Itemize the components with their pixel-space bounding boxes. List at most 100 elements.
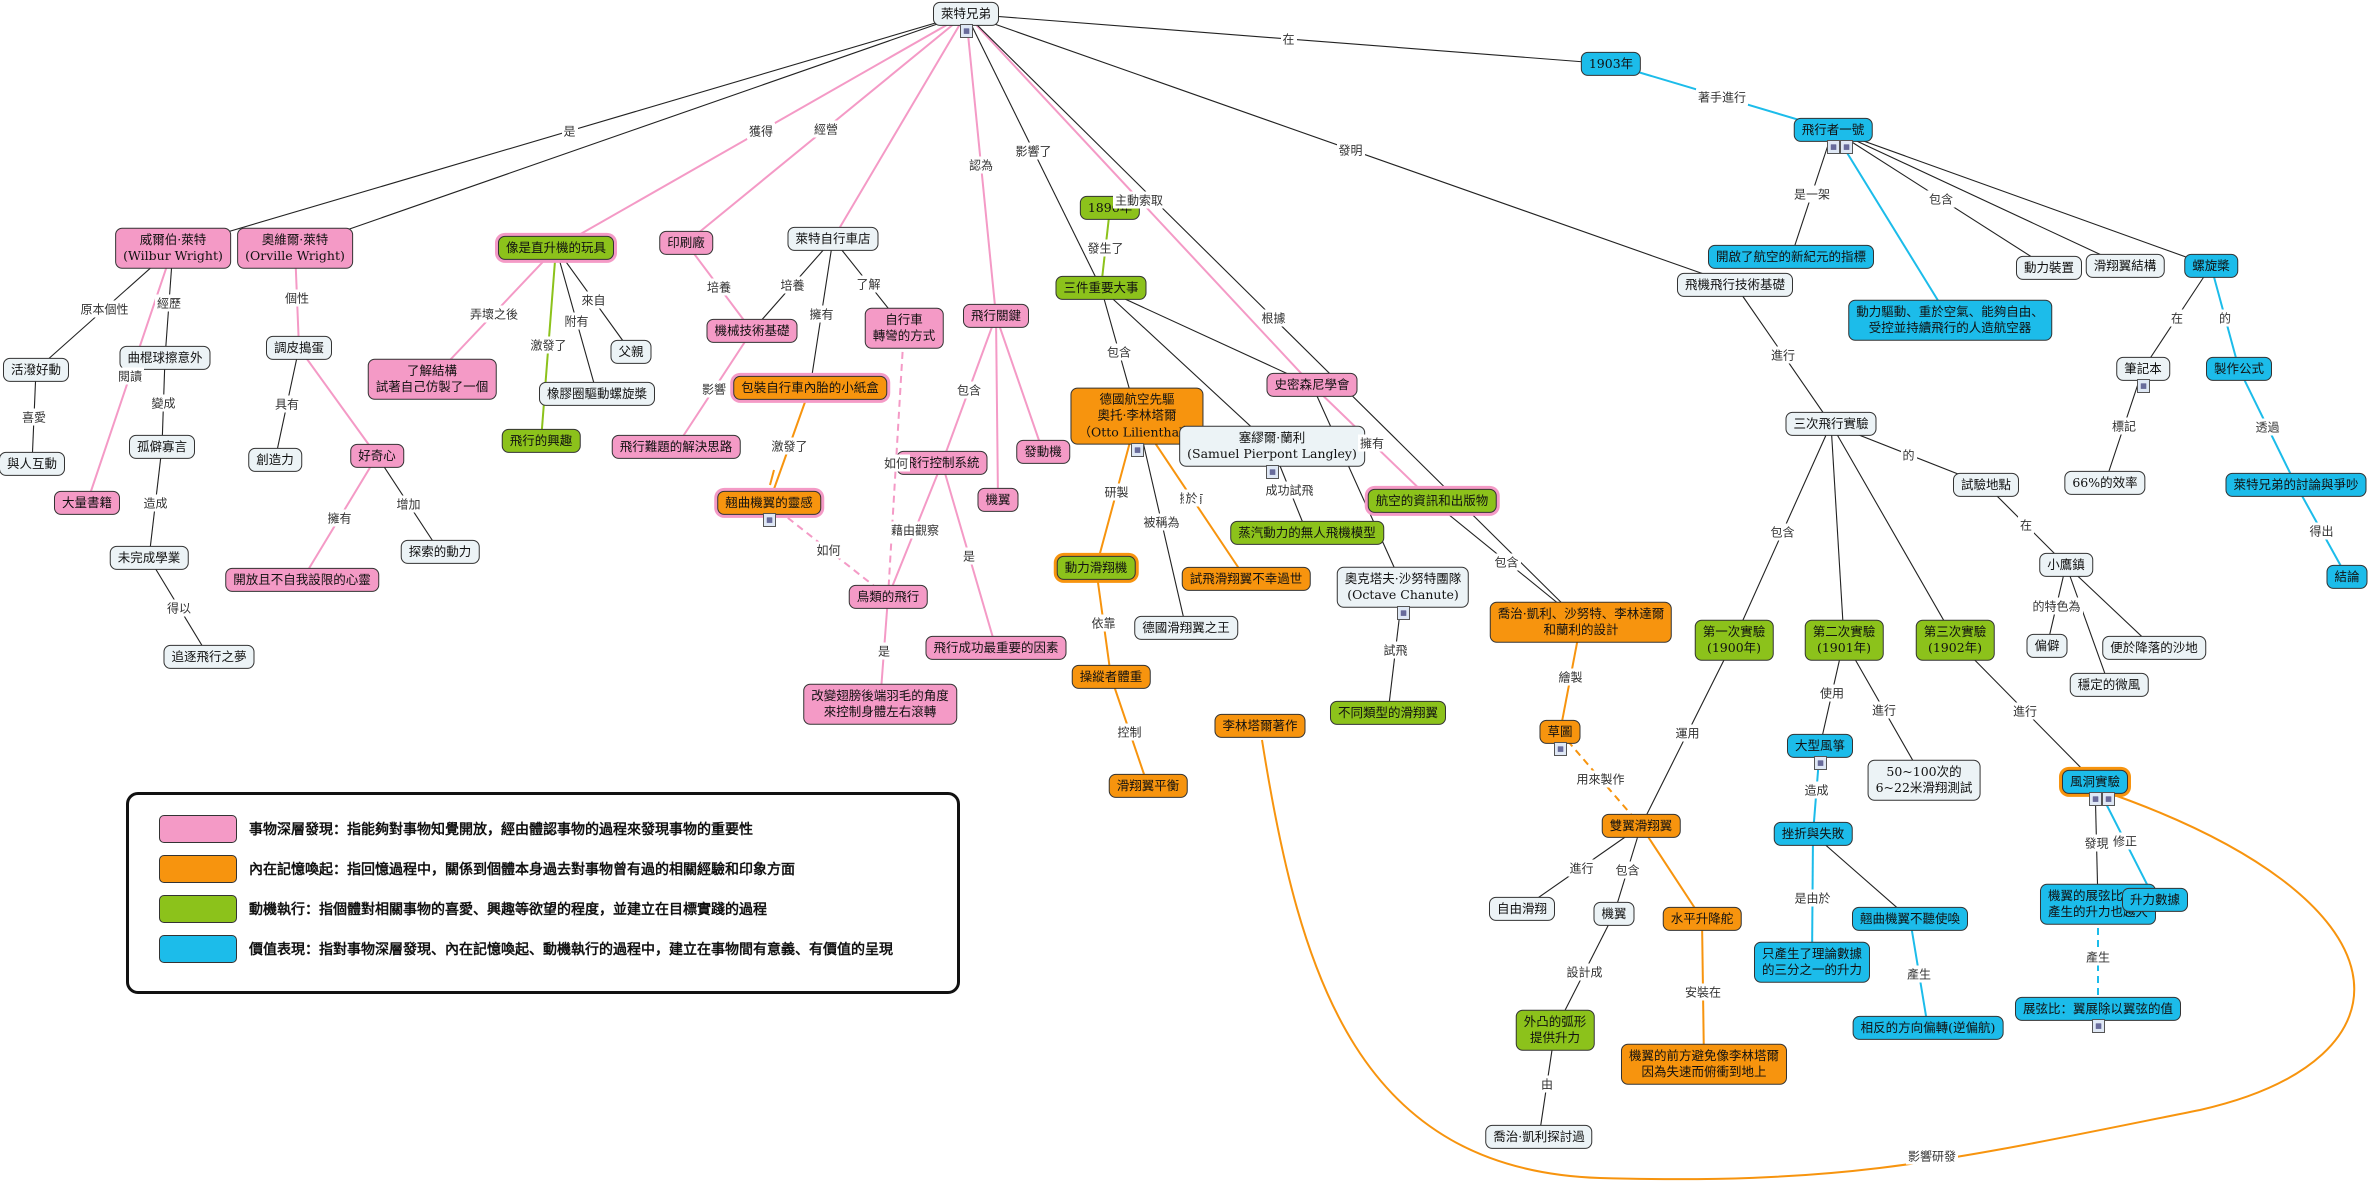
concept-node-withdrawn[interactable]: 孤僻寡言 [128,434,196,460]
concept-node-aviation-data[interactable]: 航空的資訊和出版物 [1367,488,1497,514]
concept-node-box-cardboard[interactable]: 包裝自行車內胎的小紙盒 [733,375,887,401]
concept-node-cayley[interactable]: 喬治·凱利探討過 [1485,1124,1593,1150]
concept-node-orville[interactable]: 奧維爾·萊特(Orville Wright) [237,227,353,269]
concept-node-ratio-def[interactable]: 展弦比：翼展除以翼弦的值 [2014,996,2182,1022]
attachment-icon[interactable]: ▦ [1131,442,1144,457]
concept-node-problem-thinking[interactable]: 飛行難題的解決思路 [611,434,741,460]
concept-node-mech-basis[interactable]: 機械技術基礎 [706,318,798,344]
concept-node-creativity[interactable]: 創造力 [248,447,302,473]
concept-node-root[interactable]: 萊特兄弟 [932,1,1000,27]
concept-node-explore[interactable]: 探索的動力 [400,539,480,565]
concept-node-pilot-weight[interactable]: 操縱者體重 [1071,664,1151,690]
concept-node-wind-tunnel[interactable]: 風洞實驗 [2061,769,2129,795]
concept-node-printing[interactable]: 印刷廠 [659,230,713,256]
concept-node-test1[interactable]: 第一次實驗(1900年) [1694,619,1774,661]
attachment-icon[interactable]: ▦ [960,24,973,38]
concept-node-y1903[interactable]: 1903年 [1580,51,1642,77]
concept-node-three-events[interactable]: 三件重要大事 [1055,275,1147,301]
attachment-icon[interactable]: ▦ [2089,792,2102,806]
concept-node-designs[interactable]: 喬治·凱利、沙努特、李林達爾和蘭利的設計 [1489,601,1673,643]
concept-node-mischief[interactable]: 調皮搗蛋 [265,335,333,361]
concept-node-engine[interactable]: 發動機 [1016,439,1070,465]
attachment-icon[interactable]: ▦ [763,513,776,527]
concept-node-with-people[interactable]: 與人互動 [0,451,66,477]
concept-node-rubber-band[interactable]: 橡膠圈驅動螺旋槳 [538,381,656,407]
concept-node-efficiency[interactable]: 66%的效率 [2064,470,2146,496]
concept-node-glider-balance[interactable]: 滑翔翼平衡 [1108,773,1188,799]
concept-node-understand-structure[interactable]: 了解結構試著自己仿製了一個 [367,358,497,400]
attachment-icon[interactable]: ▦ [2102,792,2115,806]
concept-node-discussion[interactable]: 萊特兄弟的討論與爭吵 [2225,472,2367,498]
concept-node-twist-wing[interactable]: 翹曲機翼的靈感 [717,490,821,516]
concept-node-helicopter-toy[interactable]: 像是直升機的玩具 [497,235,615,261]
concept-node-lively[interactable]: 活潑好動 [2,357,70,383]
concept-node-langley[interactable]: 塞繆爾·蘭利(Samuel Pierpont Langley) [1179,425,1365,467]
concept-node-big-kite[interactable]: 大型風箏 [1786,733,1854,759]
concept-node-glide-wing[interactable]: 滑翔翼結構 [2085,253,2165,279]
concept-node-powered-glider[interactable]: 動力滑翔機 [1056,555,1136,581]
concept-node-bike-shop[interactable]: 萊特自行車店 [787,226,879,252]
concept-node-lilienthal-book[interactable]: 李林塔爾著作 [1214,713,1306,739]
concept-node-wings[interactable]: 機翼 [977,487,1019,513]
concept-node-first-aircraft[interactable]: 動力驅動、重於空氣、能夠自由、受控並持續飛行的人造航空器 [1848,299,2052,341]
concept-node-bird-flight[interactable]: 鳥類的飛行 [848,584,928,610]
attachment-icon[interactable]: ▦ [2137,379,2150,393]
concept-node-flight-key[interactable]: 飛行關鍵 [962,303,1030,329]
concept-node-crash[interactable]: 試飛滑翔翼不幸過世 [1181,566,1311,592]
concept-node-glider-types[interactable]: 不同類型的滑翔翼 [1329,700,1447,726]
concept-node-wilbur[interactable]: 威爾伯·萊特(Wilbur Wright) [115,227,231,269]
concept-node-lift-third[interactable]: 只產生了理論數據的三分之一的升力 [1753,941,1871,983]
concept-node-lift-data[interactable]: 升力數據 [2121,887,2189,913]
concept-node-stable-wind[interactable]: 穩定的微風 [2069,672,2149,698]
concept-node-success-factor[interactable]: 飛行成功最重要的因素 [925,635,1067,661]
concept-node-flyer1[interactable]: 飛行者一號 [1793,117,1873,143]
concept-node-chanute[interactable]: 奧克塔夫·沙努特團隊(Octave Chanute) [1336,566,1470,608]
concept-node-bike-turn[interactable]: 自行車轉彎的方式 [864,307,944,349]
concept-node-glider-king[interactable]: 德國滑翔翼之王 [1134,615,1238,641]
concept-node-tech-basis[interactable]: 飛機飛行技術基礎 [1676,272,1794,298]
concept-node-curved-ball[interactable]: 曲棍球擦意外 [119,345,211,371]
concept-node-test2[interactable]: 第二次實驗(1901年) [1804,619,1884,661]
concept-node-convex-wing[interactable]: 外凸的弧形提供升力 [1515,1009,1595,1051]
concept-node-remote[interactable]: 偏僻 [2026,633,2068,659]
concept-node-kitty-hawk[interactable]: 小鷹鎮 [2039,552,2093,578]
concept-node-free-glide[interactable]: 自由滑翔 [1488,896,1556,922]
concept-node-landing[interactable]: 便於降落的沙地 [2102,635,2206,661]
concept-node-propeller[interactable]: 螺旋槳 [2184,253,2238,279]
attachment-icon[interactable]: ▦ [1827,140,1840,154]
concept-node-test3[interactable]: 第三次實驗(1902年) [1915,619,1995,661]
concept-node-formula[interactable]: 製作公式 [2205,356,2273,382]
concept-node-reverse-yaw[interactable]: 相反的方向偏轉(逆偏航) [1852,1015,2004,1041]
concept-node-steam-model[interactable]: 蒸汽動力的無人飛機模型 [1230,520,1384,546]
concept-node-many-books[interactable]: 大量書籍 [53,490,121,516]
attachment-icon[interactable]: ▦ [1554,742,1567,756]
concept-node-wing2[interactable]: 機翼 [1593,901,1635,927]
concept-node-test-site[interactable]: 試驗地點 [1952,472,2020,498]
attachment-icon[interactable]: ▦ [1814,756,1827,770]
attachment-icon[interactable]: ▦ [1397,605,1410,620]
concept-node-new-era[interactable]: 開啟了航空的新紀元的指標 [1707,244,1875,270]
concept-node-fail[interactable]: 挫折與失敗 [1773,821,1853,847]
concept-node-power-device[interactable]: 動力裝置 [2015,255,2083,281]
concept-node-control-system[interactable]: 飛行控制系統 [896,450,988,476]
concept-node-curiosity[interactable]: 好奇心 [350,443,404,469]
attachment-icon[interactable]: ▦ [1840,140,1853,154]
concept-node-chase-dream[interactable]: 追逐飛行之夢 [163,644,255,670]
concept-node-notebook[interactable]: 筆記本 [2116,356,2170,382]
attachment-icon[interactable]: ▦ [2092,1019,2105,1033]
concept-node-twist-fail[interactable]: 翹曲機翼不聽使喚 [1851,906,1969,932]
concept-node-unfinished[interactable]: 未完成學業 [109,545,189,571]
concept-node-horizontal-stab[interactable]: 水平升降舵 [1662,906,1742,932]
concept-node-father[interactable]: 父親 [610,339,652,365]
concept-node-biplane-glider[interactable]: 雙翼滑翔翼 [1601,813,1681,839]
concept-node-conclusion[interactable]: 結論 [2326,564,2368,590]
concept-node-front-stab[interactable]: 機翼的前方避免像李林塔爾因為失速而俯衝到地上 [1620,1043,1788,1085]
concept-node-three-tests[interactable]: 三次飛行實驗 [1785,411,1877,437]
concept-node-smithsonian[interactable]: 史密森尼學會 [1266,372,1358,398]
concept-node-open-mind[interactable]: 開放且不自我設限的心靈 [225,567,379,593]
concept-node-flight-interest[interactable]: 飛行的興趣 [501,428,581,454]
attachment-icon[interactable]: ▦ [1266,464,1279,479]
concept-node-sketch[interactable]: 草圖 [1539,719,1581,745]
concept-node-feather-angle[interactable]: 改變翅膀後端羽毛的角度來控制身體左右滾轉 [803,683,957,725]
